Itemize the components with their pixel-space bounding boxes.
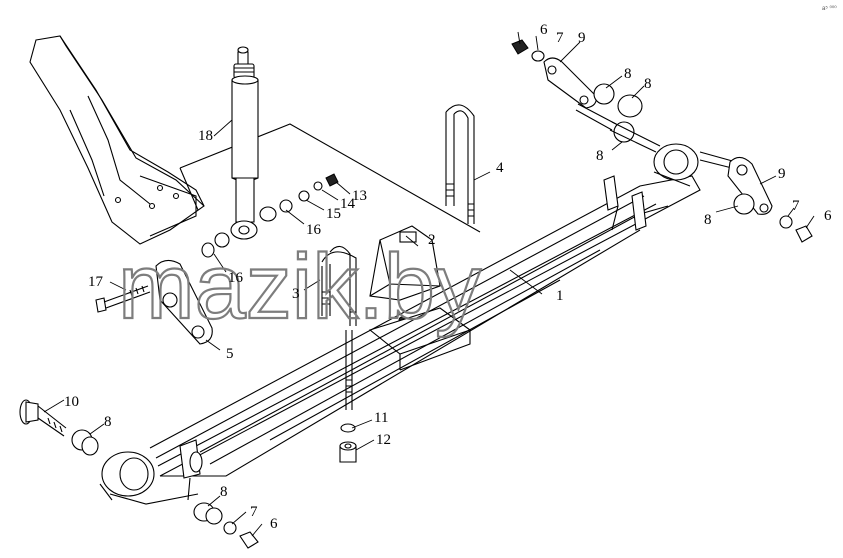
callout-2: 2	[428, 232, 436, 248]
callout-6-upper: 6	[540, 22, 548, 38]
callout-14: 14	[340, 196, 356, 212]
callout-8-d: 8	[704, 212, 712, 228]
callout-8-f: 8	[220, 484, 228, 500]
callout-16-a: 16	[306, 222, 322, 238]
callout-9-upper: 9	[578, 30, 586, 46]
callout-16-b: 16	[228, 270, 244, 286]
lower-shock-washers	[201, 232, 230, 258]
callout-8-a: 8	[624, 66, 632, 82]
callout-17: 17	[88, 274, 104, 290]
callout-10: 10	[64, 394, 79, 410]
callout-5: 5	[226, 346, 234, 362]
frame-plate	[179, 123, 481, 233]
callout-6-right: 6	[824, 208, 832, 224]
callout-12: 12	[376, 432, 391, 448]
callout-18: 18	[198, 128, 213, 144]
upper-shock-hardware	[259, 173, 339, 222]
callout-1: 1	[556, 288, 564, 304]
callout-8-e: 8	[104, 414, 112, 430]
callout-7-right: 7	[792, 198, 800, 214]
leader-lines	[43, 31, 815, 537]
callout-7-lower: 7	[250, 504, 258, 520]
callout-8-c: 8	[596, 148, 604, 164]
frame-bracket	[29, 35, 205, 245]
bolt-17	[95, 285, 151, 313]
spring-rear-eye	[653, 143, 699, 187]
front-pin	[19, 399, 67, 437]
u-bolt-3	[321, 245, 357, 326]
rear-shackle-lower	[699, 151, 813, 243]
callout-3: 3	[292, 286, 300, 302]
corner-mark: a⁵ ⁰⁰⁰	[822, 5, 837, 12]
callout-7-upper: 7	[556, 30, 564, 46]
bracket-5	[155, 259, 213, 345]
front-bush	[71, 429, 99, 456]
rear-shackle-upper	[511, 39, 661, 153]
spring-front-eye	[99, 451, 199, 505]
shock-absorber	[230, 46, 259, 240]
callout-15: 15	[326, 206, 341, 222]
callout-11: 11	[374, 410, 388, 426]
callout-13: 13	[352, 188, 367, 204]
callout-6-lower: 6	[270, 516, 278, 532]
u-bolt-4	[445, 104, 475, 224]
callout-9-lower: 9	[778, 166, 786, 182]
callout-8-b: 8	[644, 76, 652, 92]
lower-front-hardware	[193, 502, 259, 549]
watermark: mazik.by	[118, 236, 481, 338]
callout-4: 4	[496, 160, 504, 176]
center-bolt	[339, 330, 357, 463]
callout-labels: 18 1 2 3 4 5 9 6 7 8 8 8 9 8 7 6 10 8 8 …	[64, 22, 832, 532]
